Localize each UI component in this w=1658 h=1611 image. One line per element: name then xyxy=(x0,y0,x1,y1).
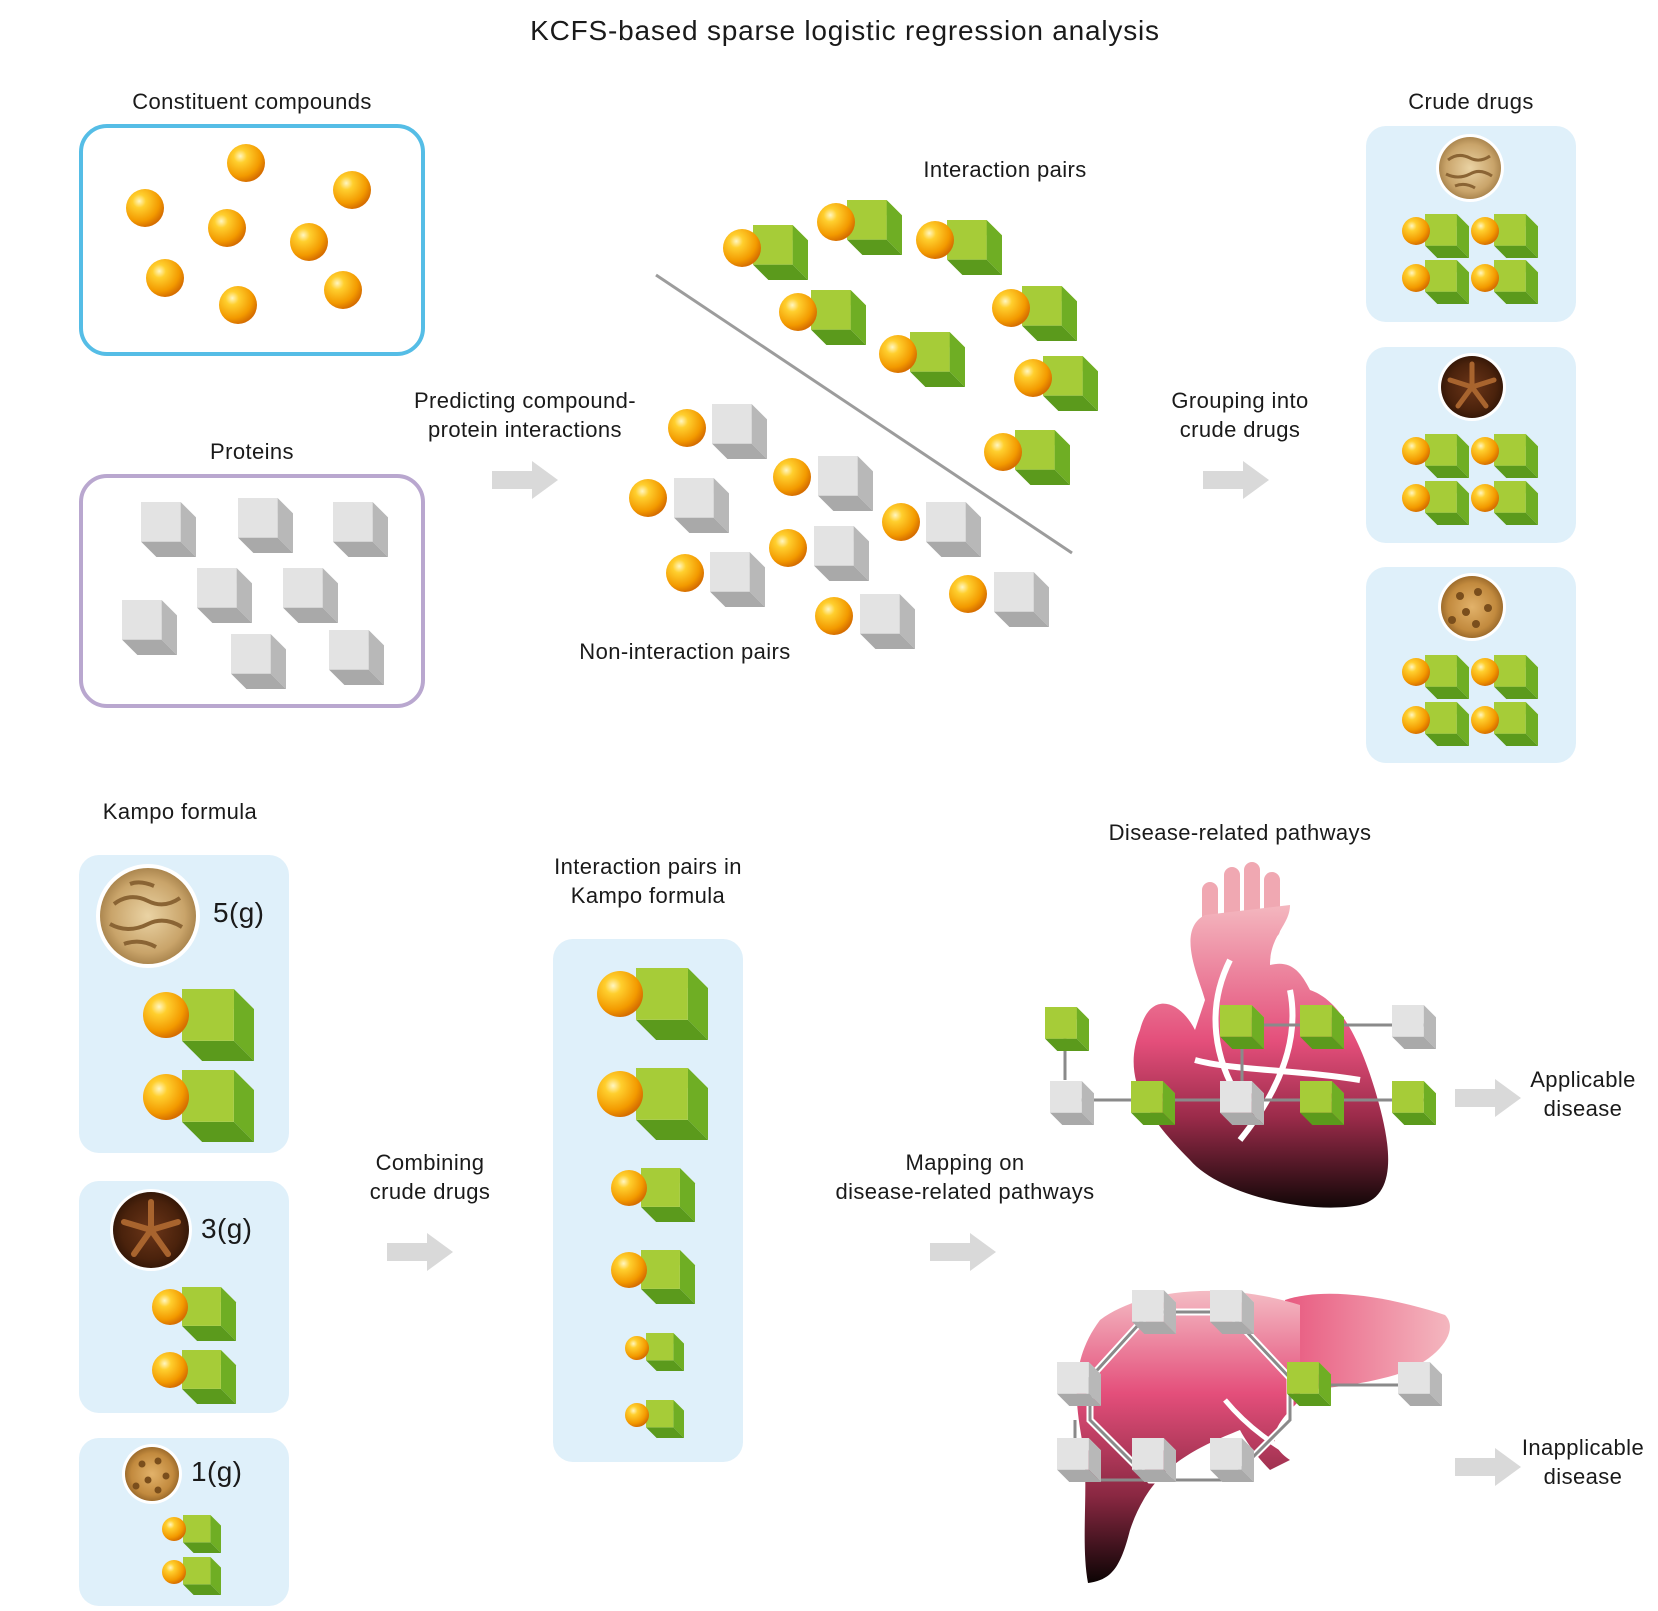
kampo-panel-3 xyxy=(79,1438,289,1606)
constituent-compounds-label: Constituent compounds xyxy=(132,89,372,114)
kampo-dose-3: 1(g) xyxy=(191,1456,243,1487)
disease-pathways-label: Disease-related pathways xyxy=(1108,820,1372,845)
mapping-label-line-2: disease-related pathways xyxy=(835,1179,1095,1204)
crude-drug-panel-3 xyxy=(1366,567,1576,763)
interaction-pairs-label: Interaction pairs xyxy=(923,157,1087,182)
arrow-icon xyxy=(387,1233,453,1271)
grouping-label-line-2: crude drugs xyxy=(1179,417,1301,442)
combining-label-line-2: crude drugs xyxy=(369,1179,491,1204)
grouping-label-line-1: Grouping into xyxy=(1171,388,1309,413)
inapplicable-disease-line-2: disease xyxy=(1543,1464,1623,1489)
arrow-icon xyxy=(1203,461,1269,499)
combining-label: Combining crude drugs xyxy=(330,1148,530,1206)
inapplicable-disease-line-1: Inapplicable xyxy=(1521,1435,1645,1460)
grouping-label: Grouping into crude drugs xyxy=(1135,386,1345,444)
kampo-formula-label: Kampo formula xyxy=(102,799,258,824)
ginger-root-icon xyxy=(1436,134,1504,202)
proteins-label: Proteins xyxy=(210,439,294,464)
mapping-label: Mapping on disease-related pathways xyxy=(815,1148,1115,1206)
applicable-disease-label: Applicable disease xyxy=(1508,1065,1658,1123)
star-anise-icon xyxy=(1438,353,1506,421)
crude-drug-panel-2 xyxy=(1366,347,1576,543)
non-interaction-pairs-label: Non-interaction pairs xyxy=(579,639,791,664)
diagram-title: KCFS-based sparse logistic regression an… xyxy=(530,15,1160,46)
crude-drugs-label: Crude drugs xyxy=(1408,89,1534,114)
applicable-disease-line-2: disease xyxy=(1543,1096,1623,1121)
seeds-icon xyxy=(122,1444,182,1504)
predicting-label-line-1: Predicting compound- xyxy=(413,388,636,413)
ginger-root-icon xyxy=(96,864,200,968)
kampo-panel-2 xyxy=(79,1181,289,1413)
kampo-dose-1: 5(g) xyxy=(213,897,265,928)
combining-label-line-1: Combining xyxy=(375,1150,485,1175)
arrow-icon xyxy=(492,461,558,499)
interaction-pairs-kampo-line-1: Interaction pairs in xyxy=(554,854,742,879)
mapping-label-line-1: Mapping on xyxy=(905,1150,1025,1175)
interaction-pairs-kampo-line-2: Kampo formula xyxy=(570,883,726,908)
crude-drug-panel-1 xyxy=(1366,126,1576,322)
inapplicable-disease-label: Inapplicable disease xyxy=(1508,1433,1658,1491)
arrow-icon xyxy=(930,1233,996,1271)
star-anise-icon xyxy=(110,1189,192,1271)
kampo-dose-2: 3(g) xyxy=(201,1213,253,1244)
predicting-label: Predicting compound- protein interaction… xyxy=(390,386,660,444)
applicable-disease-line-1: Applicable xyxy=(1530,1067,1636,1092)
kampo-panel-1 xyxy=(79,855,289,1153)
predicting-label-line-2: protein interactions xyxy=(428,417,622,442)
kampo-interaction-panel xyxy=(553,939,743,1462)
interaction-pairs-kampo-label: Interaction pairs in Kampo formula xyxy=(528,852,768,910)
non-interaction-pairs-group xyxy=(629,404,1049,649)
decision-boundary-line xyxy=(655,273,1073,555)
seeds-icon xyxy=(1438,573,1506,641)
interaction-pairs-group xyxy=(723,200,1098,485)
